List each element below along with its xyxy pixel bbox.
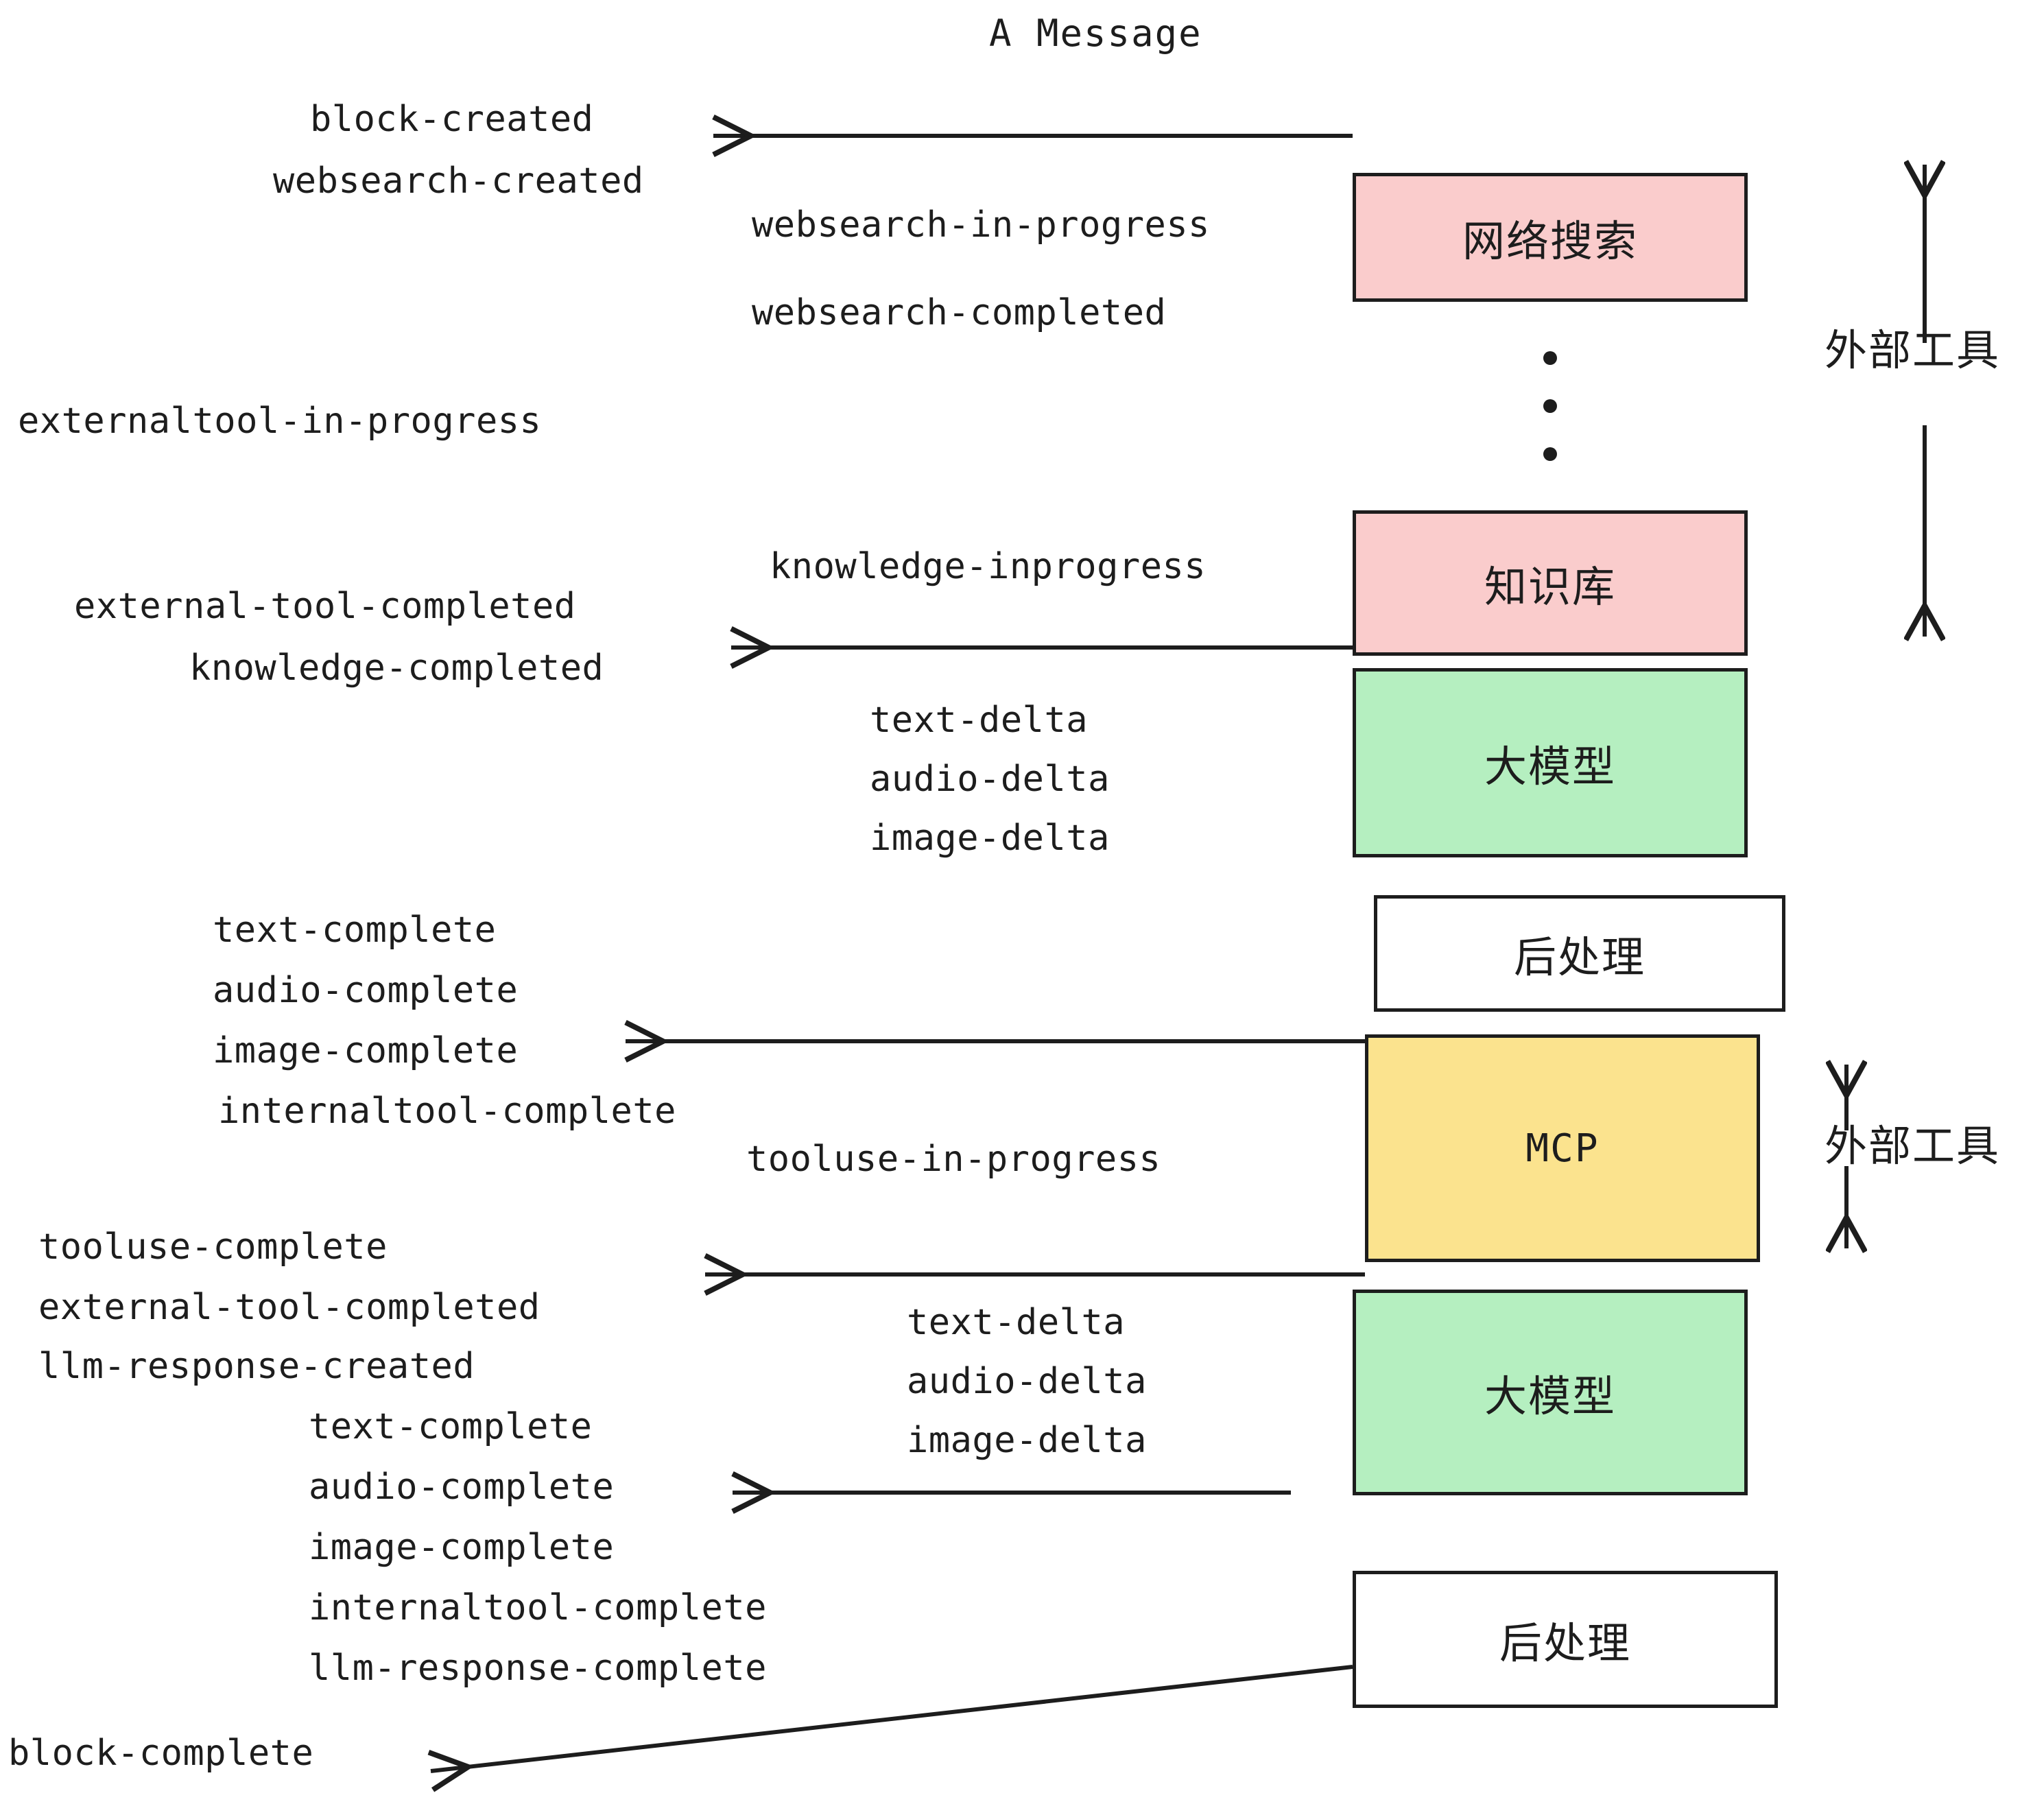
node-mcp[interactable]: MCP xyxy=(1365,1034,1760,1262)
event-label: knowledge-inprogress xyxy=(770,546,1207,587)
event-label: tooluse-complete xyxy=(38,1226,388,1268)
event-label: knowledge-completed xyxy=(189,648,604,689)
ellipsis-dot xyxy=(1543,447,1557,461)
event-label: internaltool-complete xyxy=(218,1091,676,1132)
event-label: tooluse-in-progress xyxy=(746,1139,1161,1180)
event-label: image-complete xyxy=(309,1527,615,1568)
node-label: 后处理 xyxy=(1499,1618,1631,1668)
event-label: text-complete xyxy=(213,910,497,951)
event-label: image-complete xyxy=(213,1030,519,1071)
event-label: external-tool-completed xyxy=(74,586,576,627)
node-knowledge[interactable]: 知识库 xyxy=(1353,510,1748,656)
node-label: 大模型 xyxy=(1484,1371,1616,1421)
event-label: external-tool-completed xyxy=(38,1287,540,1328)
node-llm-2[interactable]: 大模型 xyxy=(1353,1290,1748,1495)
node-label: 后处理 xyxy=(1513,932,1645,982)
event-label: externaltool-in-progress xyxy=(18,401,542,442)
node-postprocess-1[interactable]: 后处理 xyxy=(1374,895,1785,1012)
event-label: websearch-completed xyxy=(752,292,1167,333)
ellipsis-dot xyxy=(1543,399,1557,413)
node-label: 大模型 xyxy=(1484,741,1616,792)
event-label: image-delta xyxy=(907,1420,1147,1461)
event-label: audio-complete xyxy=(309,1467,615,1508)
event-label: image-delta xyxy=(870,818,1110,859)
event-label: llm-response-complete xyxy=(309,1648,767,1689)
side-label-external-tool-bottom: 外部工具 xyxy=(1825,1121,2001,1171)
event-label: websearch-created xyxy=(273,161,644,202)
page-title: A Message xyxy=(989,12,1202,55)
node-label: 知识库 xyxy=(1484,562,1616,612)
event-label: text-delta xyxy=(907,1302,1126,1343)
event-label: llm-response-created xyxy=(38,1346,475,1387)
event-label: audio-complete xyxy=(213,970,519,1011)
node-postprocess-2[interactable]: 后处理 xyxy=(1353,1571,1778,1708)
ellipsis-dot xyxy=(1543,351,1557,365)
event-label: text-complete xyxy=(309,1406,593,1447)
node-label: 网络搜索 xyxy=(1462,216,1638,266)
node-llm-1[interactable]: 大模型 xyxy=(1353,668,1748,857)
node-websearch[interactable]: 网络搜索 xyxy=(1353,173,1748,302)
event-label: audio-delta xyxy=(907,1361,1147,1402)
node-label: MCP xyxy=(1525,1126,1600,1171)
event-label: websearch-in-progress xyxy=(752,204,1210,246)
event-label: audio-delta xyxy=(870,759,1110,800)
event-label: text-delta xyxy=(870,700,1089,741)
side-label-external-tool-top: 外部工具 xyxy=(1825,325,2001,375)
event-label: block-complete xyxy=(8,1733,314,1774)
message-arrows xyxy=(431,136,1365,1771)
event-label: block-created xyxy=(310,99,594,140)
event-label: internaltool-complete xyxy=(309,1587,767,1628)
